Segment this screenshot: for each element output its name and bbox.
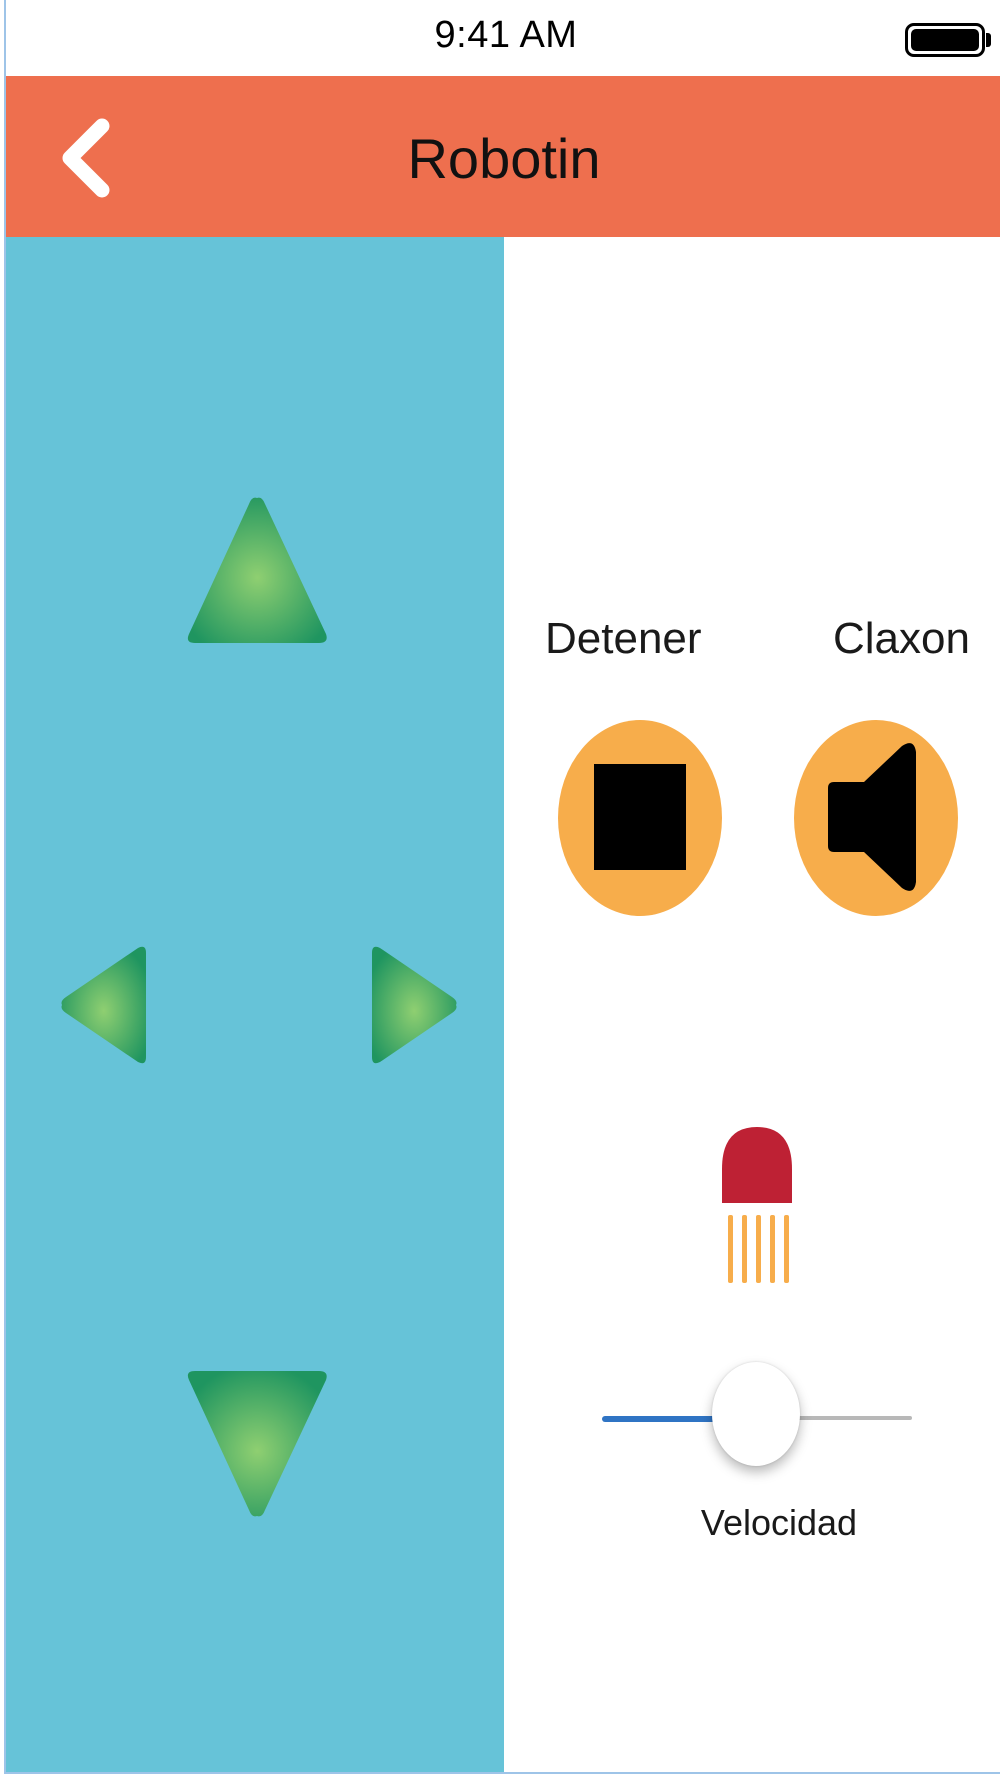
status-time: 9:41 AM [434, 14, 578, 56]
page-title: Robotin [407, 127, 601, 190]
controls-panel: Detener Claxon [504, 237, 1000, 1772]
move-backward-button[interactable] [182, 1362, 332, 1522]
move-forward-button[interactable] [182, 492, 332, 652]
phone-screen: 9:41 AM Robotin [4, 0, 1000, 1774]
arrow-up-icon [187, 497, 327, 643]
status-bar: 9:41 AM [6, 0, 1000, 76]
back-button[interactable] [54, 118, 124, 198]
stop-button[interactable] [558, 720, 722, 916]
slider-thumb[interactable] [712, 1362, 800, 1466]
dpad-panel [6, 237, 504, 1772]
turn-right-button[interactable] [368, 945, 460, 1065]
stop-icon [594, 764, 686, 870]
chevron-left-icon [62, 118, 110, 198]
slider-track-filled[interactable] [602, 1416, 722, 1422]
horn-button[interactable] [794, 720, 958, 916]
speaker-icon [828, 743, 916, 891]
arrow-right-icon [372, 946, 457, 1064]
arrow-down-icon [187, 1371, 327, 1517]
arrow-left-icon [61, 946, 146, 1064]
battery-tip [986, 33, 991, 47]
light-beacon-icon[interactable] [716, 1121, 798, 1287]
stop-label: Detener [545, 614, 702, 663]
horn-label: Claxon [833, 614, 970, 663]
slider-track-empty[interactable] [762, 1416, 912, 1420]
speed-label: Velocidad [700, 1502, 858, 1543]
battery-icon [905, 23, 985, 57]
turn-left-button[interactable] [58, 945, 150, 1065]
nav-bar: Robotin [6, 76, 1000, 237]
